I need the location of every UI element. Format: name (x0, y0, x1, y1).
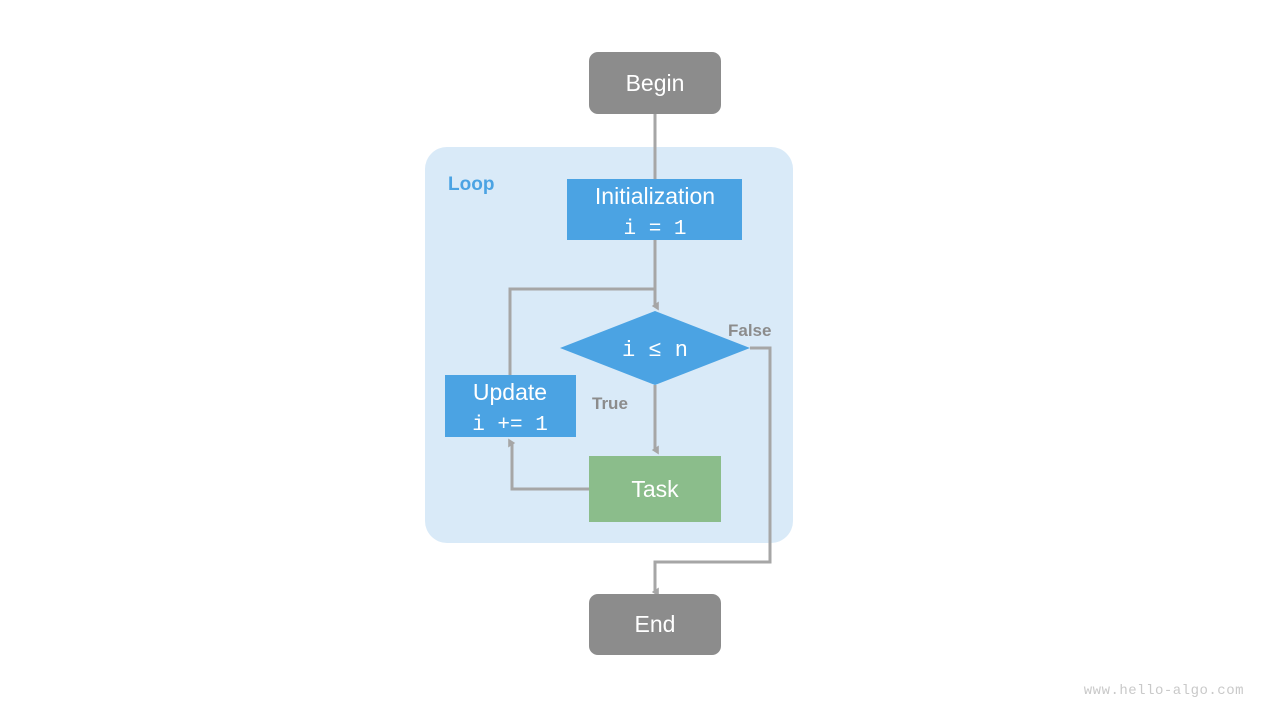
watermark: www.hello-algo.com (1083, 683, 1244, 699)
node-condition-shape (560, 311, 750, 385)
edge-label-true: True (592, 394, 628, 413)
node-end[interactable]: End (589, 594, 721, 655)
edge-condition-false-to-end (651, 346, 772, 597)
node-update[interactable]: Update i += 1 (445, 375, 576, 437)
node-begin-label: Begin (626, 70, 685, 96)
node-update-shape (445, 375, 576, 437)
node-initialization[interactable]: Initialization i = 1 (567, 179, 742, 241)
node-task-label: Task (631, 476, 679, 502)
node-initialization-shape (567, 179, 742, 240)
node-initialization-label: Initialization (595, 183, 715, 209)
node-end-label: End (635, 611, 676, 637)
node-condition-label: i ≤ n (622, 338, 688, 363)
node-condition[interactable]: i ≤ n (560, 311, 750, 385)
edge-task-to-update (508, 438, 589, 491)
node-initialization-code: i = 1 (623, 218, 686, 241)
node-begin[interactable]: Begin (589, 52, 721, 114)
node-task[interactable]: Task (589, 456, 721, 522)
node-update-code: i += 1 (472, 414, 548, 437)
edge-update-to-condition (508, 287, 656, 375)
node-begin-shape (589, 52, 721, 114)
node-task-shape (589, 456, 721, 522)
loop-group-label: Loop (448, 174, 494, 195)
edge-label-false: False (728, 321, 771, 340)
node-end-shape (589, 594, 721, 655)
node-update-label: Update (473, 379, 547, 405)
